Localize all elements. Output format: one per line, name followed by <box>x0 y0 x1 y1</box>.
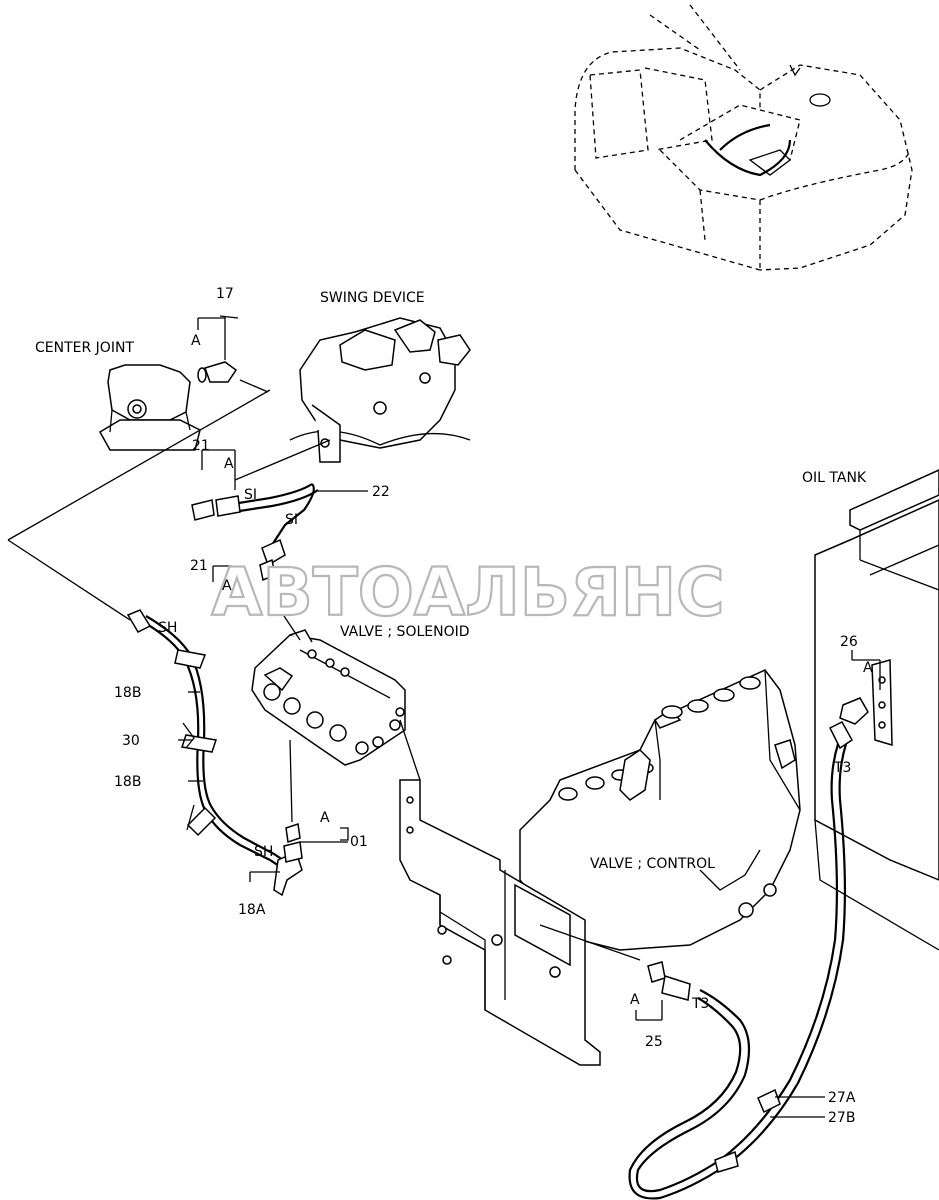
mark-t3-lower: T3 <box>691 996 709 1012</box>
mark-a-21-lower: A <box>222 578 232 594</box>
mark-a-25: A <box>630 992 640 1008</box>
oil-tank-part <box>814 469 939 951</box>
fitting-01 <box>283 823 303 863</box>
callout-26: 26 <box>840 634 858 650</box>
mark-sh-upper: SH <box>158 620 177 636</box>
callout-01: 01 <box>350 834 368 850</box>
mark-a-26: A <box>863 660 873 676</box>
leader-lines <box>7 315 881 1118</box>
callout-30: 30 <box>122 733 140 749</box>
label-valve-solenoid: VALVE ; SOLENOID <box>340 624 470 640</box>
callout-17: 17 <box>216 286 234 302</box>
mark-a-01: A <box>320 810 330 826</box>
mark-a-17: A <box>191 333 201 349</box>
callout-21-lower: 21 <box>190 558 208 574</box>
fitting-25 <box>647 961 666 983</box>
mark-si-upper: SI <box>244 487 257 503</box>
mark-sh-lower: SH <box>254 844 273 860</box>
callout-27a: 27A <box>828 1090 856 1106</box>
label-swing-device: SWING DEVICE <box>320 290 425 306</box>
hose-assembly-18 <box>126 609 303 897</box>
callout-21-upper: 21 <box>192 438 210 454</box>
excavator-overview-drawing <box>574 4 913 271</box>
label-oil-tank: OIL TANK <box>802 470 867 486</box>
callout-22: 22 <box>372 484 390 500</box>
watermark-text: АВТОАЛЬЯНС <box>211 554 724 631</box>
mark-si-lower: SI <box>285 512 298 528</box>
mounting-bracket-part <box>399 779 601 1066</box>
label-center-joint: CENTER JOINT <box>35 340 134 356</box>
center-joint-part <box>98 364 201 451</box>
mark-a-21-upper: A <box>224 456 234 472</box>
swing-device-part <box>289 317 471 463</box>
label-valve-control: VALVE ; CONTROL <box>590 856 715 872</box>
fitting-26 <box>828 697 869 750</box>
callout-25: 25 <box>645 1034 663 1050</box>
callout-18b-upper: 18B <box>114 685 141 701</box>
callout-18a: 18A <box>238 902 266 918</box>
solenoid-valve-part <box>251 629 406 766</box>
mark-t3-upper: T3 <box>833 760 851 776</box>
control-valve-part <box>519 669 801 951</box>
hose-27 <box>628 743 848 1200</box>
hose-22 <box>191 483 319 582</box>
callout-18b-lower: 18B <box>114 774 141 790</box>
fitting-17 <box>197 361 238 383</box>
callout-27b: 27B <box>828 1110 855 1126</box>
